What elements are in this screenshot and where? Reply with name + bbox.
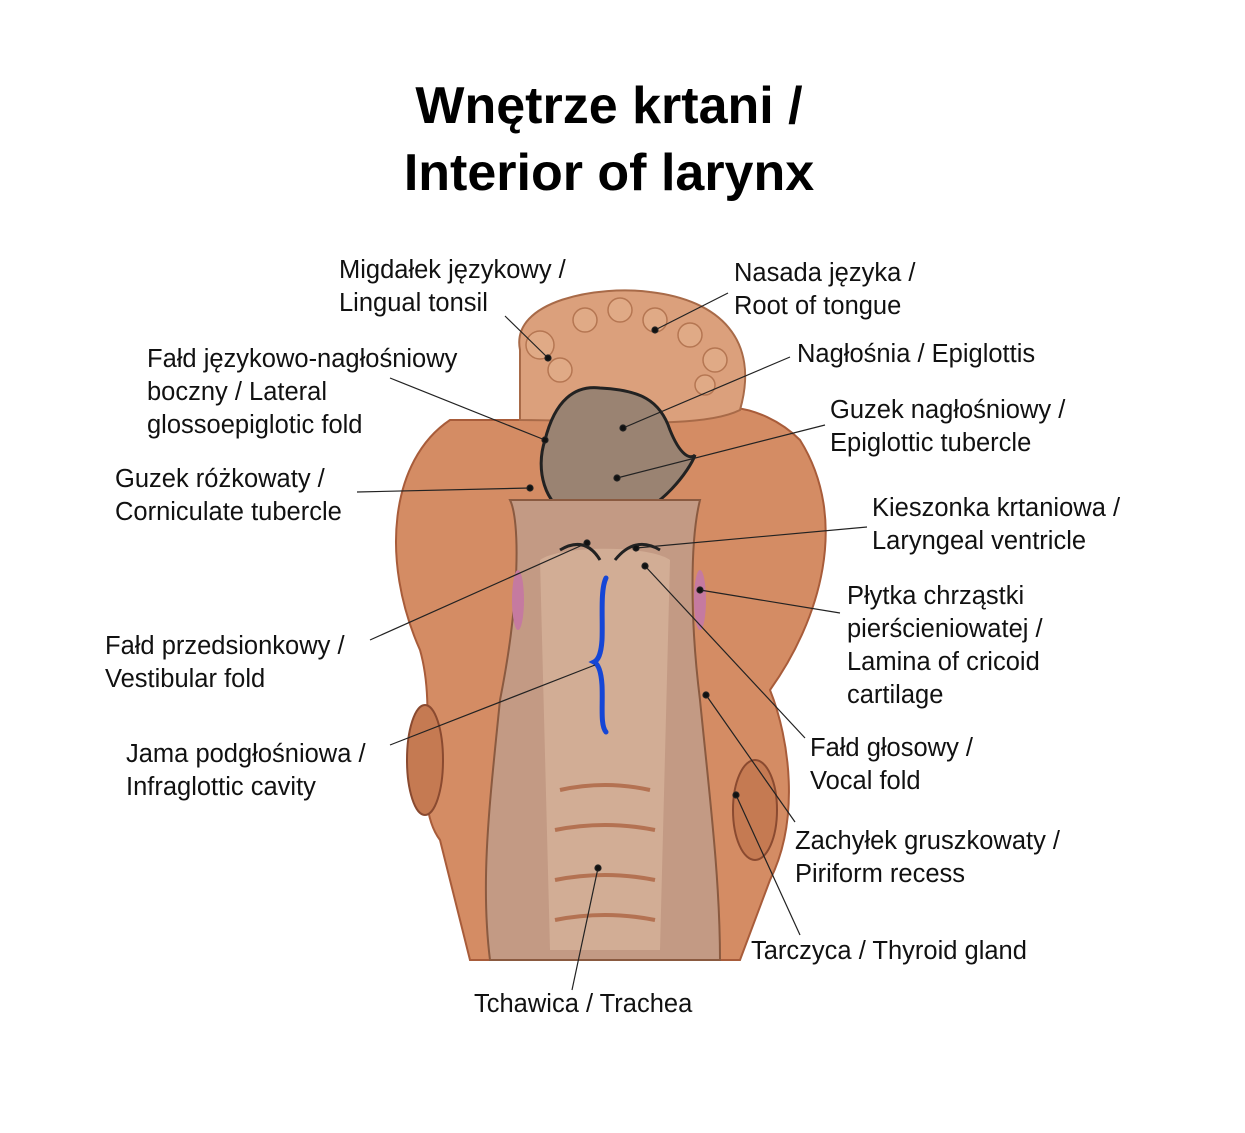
title-line-2: Interior of larynx	[403, 144, 815, 202]
label-piriform-recess: Zachyłek gruszkowaty / Piriform recess	[795, 825, 1060, 891]
label-thyroid-gland: Tarczyca / Thyroid gland	[751, 935, 1027, 968]
label-lingual-tonsil: Migdałek językowy / Lingual tonsil	[339, 254, 566, 320]
label-line: Kieszonka krtaniowa /	[872, 494, 1121, 522]
label-line: Fałd głosowy /	[810, 734, 973, 762]
larynx-drawing	[395, 289, 827, 961]
label-line: Migdałek językowy /	[339, 256, 566, 284]
label-vocal-fold: Fałd głosowy / Vocal fold	[810, 732, 973, 798]
label-line: Nagłośnia / Epiglottis	[797, 340, 1036, 368]
label-line: pierścieniowatej /	[847, 615, 1043, 643]
label-line: Fałd językowo-nagłośniowy	[147, 345, 458, 373]
label-epiglottis: Nagłośnia / Epiglottis	[797, 338, 1035, 371]
label-corniculate-tubercle: Guzek różkowaty / Corniculate tubercle	[115, 463, 342, 529]
label-line: Tchawica / Trachea	[474, 990, 693, 1018]
label-line: cartilage	[847, 681, 944, 709]
label-line: Infraglottic cavity	[126, 773, 316, 801]
label-line: Tarczyca / Thyroid gland	[751, 937, 1027, 965]
label-line: Nasada języka /	[734, 259, 916, 287]
label-vestibular-fold: Fałd przedsionkowy / Vestibular fold	[105, 630, 345, 696]
label-line: Guzek nagłośniowy /	[830, 396, 1066, 424]
label-line: Guzek różkowaty /	[115, 465, 325, 493]
infraglottic-brace	[588, 575, 609, 735]
leader-lines	[356, 292, 868, 991]
label-line: Zachyłek gruszkowaty /	[795, 827, 1061, 855]
label-line: Lingual tonsil	[339, 289, 488, 317]
label-line: Fałd przedsionkowy /	[105, 632, 345, 660]
label-infraglottic-cavity: Jama podgłośniowa / Infraglottic cavity	[126, 738, 366, 804]
title-line-1: Wnętrze krtani /	[415, 77, 803, 135]
label-root-of-tongue: Nasada języka / Root of tongue	[734, 257, 915, 323]
label-line: Epiglottic tubercle	[830, 429, 1032, 457]
label-cricoid-lamina: Płytka chrząstki pierścieniowatej / Lamina…	[847, 580, 1043, 712]
label-line: boczny / Lateral	[147, 378, 328, 406]
label-lateral-glossoepiglottic-fold: Fałd językowo-nagłośniowy boczny / Latera…	[147, 343, 457, 442]
label-line: Piriform recess	[795, 860, 966, 888]
label-laryngeal-ventricle: Kieszonka krtaniowa / Laryngeal ventricle	[872, 492, 1120, 558]
label-line: Płytka chrząstki	[847, 582, 1025, 610]
label-line: Vocal fold	[810, 767, 921, 795]
label-line: Vestibular fold	[105, 665, 266, 693]
label-line: glossoepiglotic fold	[147, 411, 363, 439]
label-line: Lamina of cricoid	[847, 648, 1040, 676]
label-line: Corniculate tubercle	[115, 498, 342, 526]
label-line: Root of tongue	[734, 292, 902, 320]
label-line: Laryngeal ventricle	[872, 527, 1087, 555]
label-trachea: Tchawica / Trachea	[474, 988, 692, 1021]
label-epiglottic-tubercle: Guzek nagłośniowy / Epiglottic tubercle	[830, 394, 1065, 460]
label-line: Jama podgłośniowa /	[126, 740, 366, 768]
